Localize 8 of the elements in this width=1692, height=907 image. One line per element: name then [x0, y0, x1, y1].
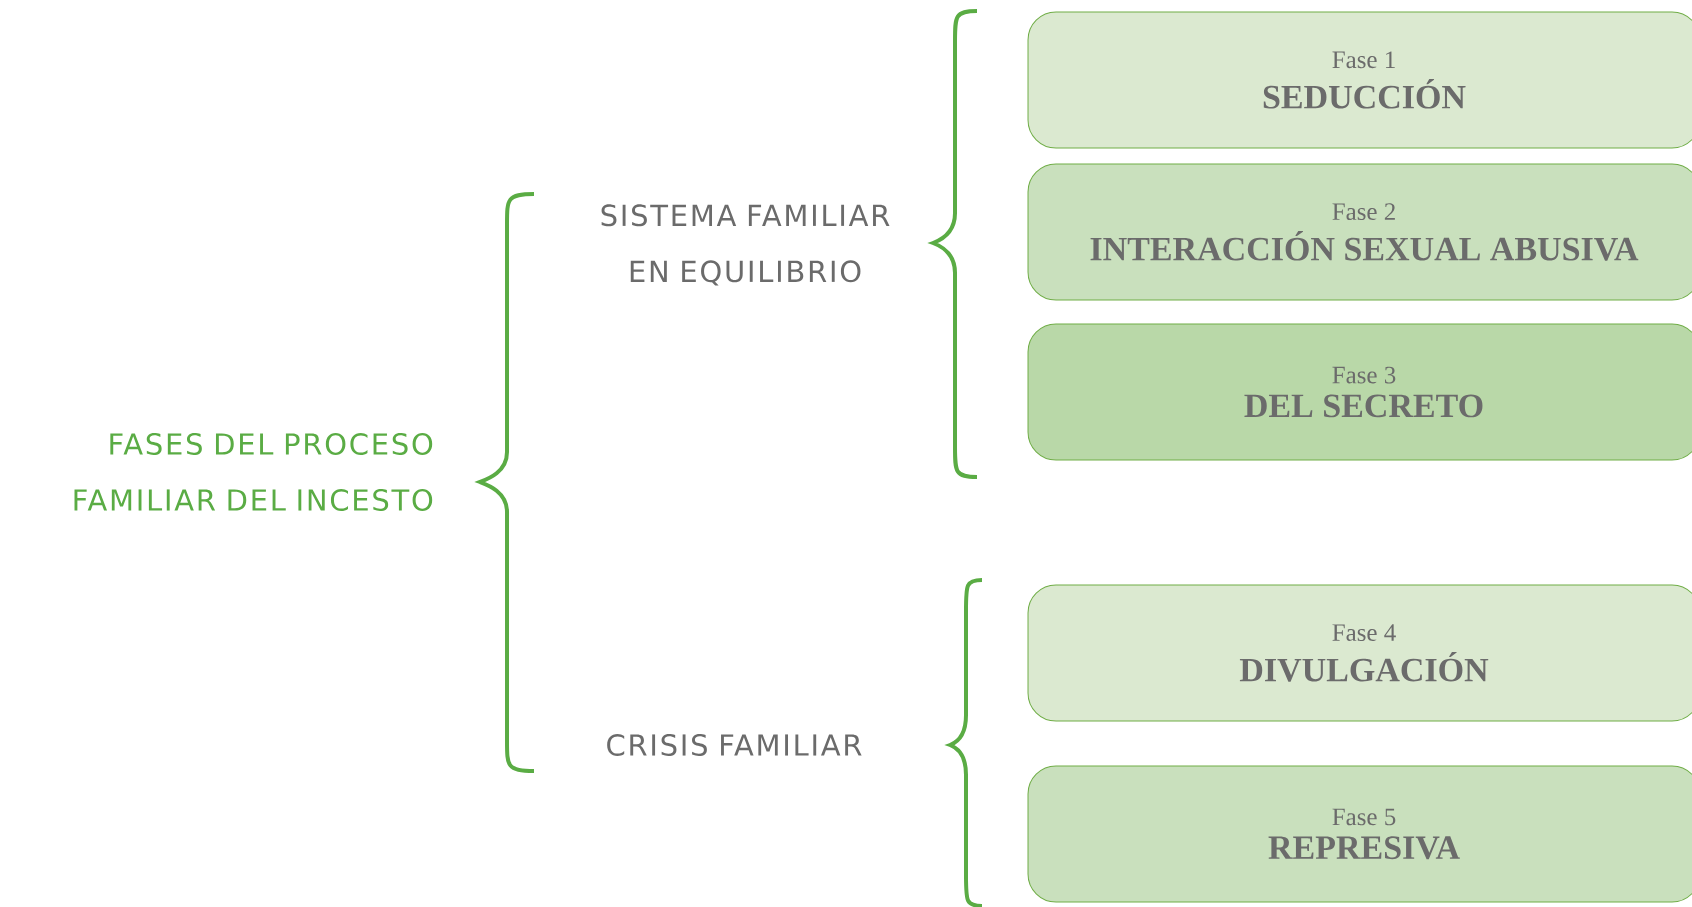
phase-box: Fase 4 DIVULGACIÓN: [1027, 584, 1692, 722]
phase-box: Fase 3 DEL SECRETO: [1027, 323, 1692, 461]
heading-text: CRISIS FAMILIAR: [607, 734, 862, 756]
phase-box: Fase 1 SEDUCCIÓN: [1027, 11, 1692, 149]
heading-text: SISTEMA FAMILIAR EN EQUILIBRIO: [601, 204, 890, 286]
phase-box: Fase 5 REPRESIVA: [1027, 765, 1692, 903]
phase-box: Fase 2 INTERACCIÓN SEXUAL ABUSIVA: [1027, 163, 1692, 301]
heading-text: FASES DEL PROCESO FAMILIAR DEL INCESTO: [74, 433, 433, 511]
